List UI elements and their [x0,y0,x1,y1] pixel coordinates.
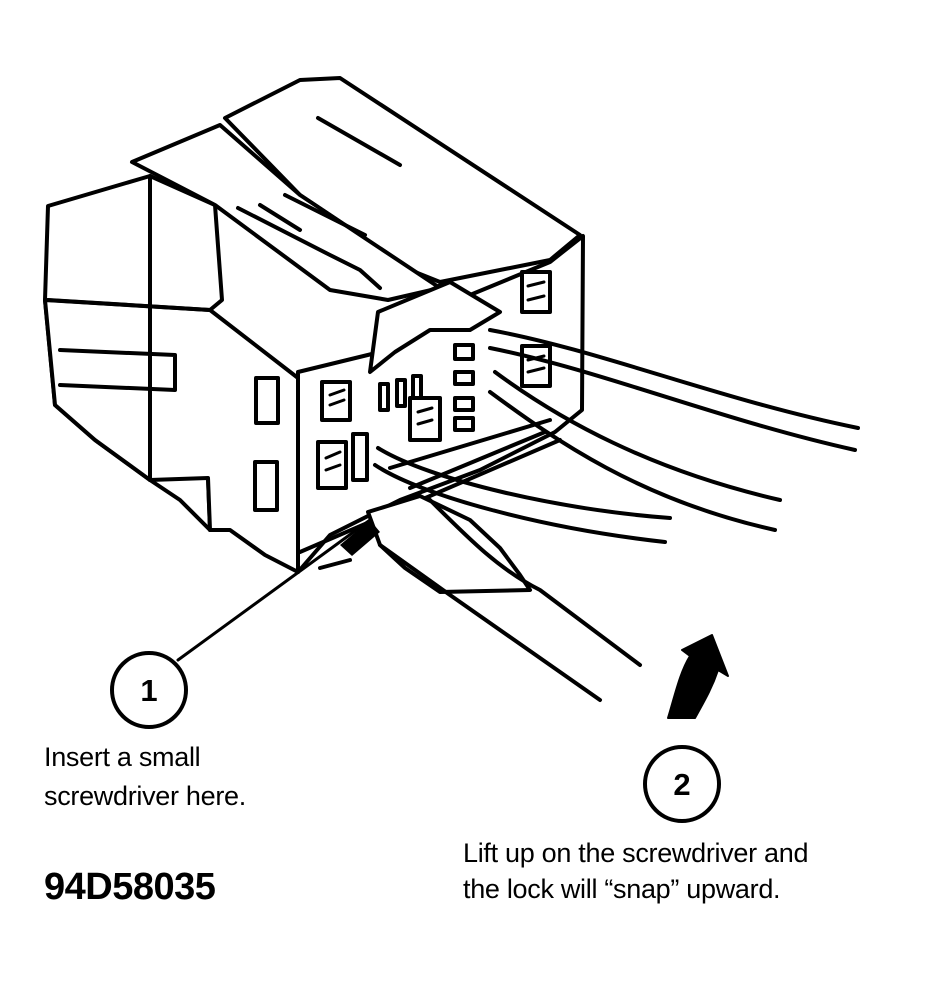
housing-top-middle [130,123,442,302]
step-2-line-1: Lift up on the screwdriver and [463,838,809,868]
housing-side-lower [43,298,300,574]
screwdriver [318,494,642,702]
step-2-instruction: Lift up on the screwdriver and the lock … [463,835,809,907]
wires [373,328,860,544]
callout-2: 2 [643,745,721,823]
wire-3-edge [373,463,667,544]
lift-arrow [667,634,729,719]
wire-2 [493,370,782,502]
callout-1: 1 [110,651,188,729]
step-1-instruction: Insert a small screwdriver here. [44,738,246,816]
wire-1 [488,328,860,430]
screwdriver-blade [366,494,532,594]
step-1-line-2: screwdriver here. [44,781,246,811]
callout-1-leader [176,518,372,662]
connector-housing [43,76,585,574]
screwdriver-handle [378,498,642,702]
lock-tab [368,280,502,374]
figure-id: 94D58035 [44,866,216,908]
callout-2-number: 2 [673,767,690,802]
wire-2-edge [488,390,777,532]
callout-1-number: 1 [140,673,157,708]
wire-1-edge [488,346,857,452]
step-2-line-2: the lock will “snap” upward. [463,874,781,904]
wire-3 [376,446,672,520]
step-1-line-1: Insert a small [44,742,201,772]
